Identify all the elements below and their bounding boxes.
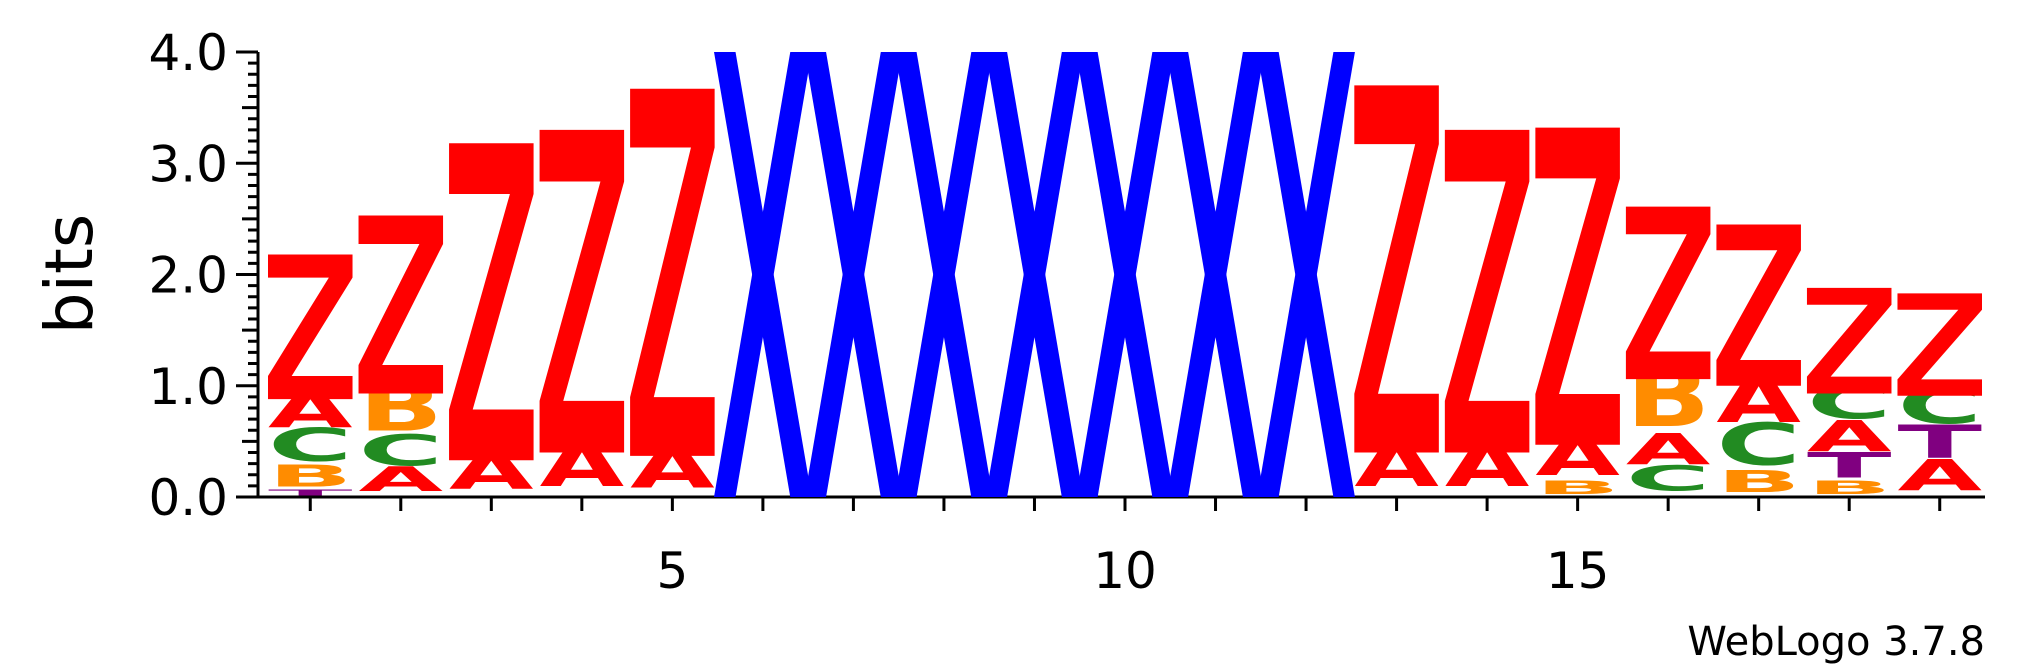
glyph-x-pos-10 (1076, 52, 1174, 497)
glyph-b-pos-15: B (1535, 477, 1620, 498)
x-tick-label: 5 (656, 542, 688, 600)
svg-text:A: A (359, 460, 444, 499)
y-tick-label: 0.0 (148, 469, 228, 527)
glyph-c-pos-17: C (1716, 411, 1801, 478)
y-tick-label: 4.0 (148, 24, 228, 82)
glyph-z-pos-4 (539, 129, 625, 453)
glyph-z-pos-19 (1897, 293, 1982, 396)
glyph-t-pos-18: T (1807, 445, 1892, 486)
svg-text:T: T (1807, 445, 1892, 486)
glyph-z-pos-15 (1535, 127, 1620, 445)
glyph-x-pos-8 (895, 52, 993, 497)
glyph-a-pos-16: A (1626, 425, 1711, 475)
glyph-z-pos-1 (268, 254, 353, 400)
glyph-x-pos-9 (985, 52, 1084, 497)
glyph-x-pos-7 (804, 52, 903, 497)
glyph-z-pos-3 (449, 143, 534, 461)
glyph-z-pos-17 (1716, 224, 1801, 386)
y-tick-label: 2.0 (148, 247, 228, 305)
svg-text:B: B (1535, 477, 1620, 498)
glyph-z-pos-2 (358, 215, 444, 394)
svg-text:C: C (268, 419, 353, 472)
glyph-b-pos-18: B (1807, 477, 1892, 498)
y-tick-label: 3.0 (148, 135, 228, 193)
glyph-z-pos-14 (1444, 129, 1530, 453)
svg-text:T: T (1897, 416, 1982, 469)
glyph-c-pos-2: C (359, 426, 444, 476)
svg-text:C: C (1626, 459, 1711, 500)
svg-text:T: T (268, 489, 353, 498)
svg-text:C: C (1716, 411, 1801, 478)
glyph-t-pos-1: T (268, 489, 353, 498)
glyph-z-pos-16 (1625, 206, 1711, 380)
glyph-a-pos-19: A (1897, 450, 1982, 500)
glyph-x-pos-6 (714, 52, 812, 497)
svg-text:A: A (1626, 425, 1711, 475)
glyph-b-pos-1: B (268, 458, 353, 493)
glyph-a-pos-2: A (359, 460, 444, 499)
x-tick-label: 15 (1546, 542, 1610, 600)
svg-text:C: C (359, 426, 444, 476)
glyph-a-pos-18: A (1807, 411, 1892, 461)
y-axis-title: bits (31, 214, 108, 335)
glyph-b-pos-17: B (1716, 464, 1801, 499)
y-tick-label: 1.0 (148, 358, 228, 416)
weblogo-credit: WebLogo 3.7.8 (1687, 619, 1985, 665)
svg-text:A: A (1897, 450, 1982, 500)
y-axis: 0.0 1.0 2.0 3.0 4.0 (148, 24, 260, 527)
glyph-c-pos-16: C (1626, 459, 1711, 500)
svg-text:B: B (1716, 464, 1801, 499)
glyph-c-pos-1: C (268, 419, 353, 472)
glyph-x-pos-12 (1257, 52, 1355, 497)
svg-text:A: A (1807, 411, 1892, 461)
glyph-x-pos-11 (1166, 52, 1265, 497)
glyph-z-pos-18 (1806, 287, 1892, 394)
svg-text:B: B (268, 458, 353, 493)
x-axis: 5 10 15 (258, 495, 1985, 600)
glyph-t-pos-19: T (1897, 416, 1982, 469)
glyph-z-pos-5 (630, 88, 715, 456)
x-tick-label: 10 (1093, 542, 1157, 600)
glyph-z-pos-13 (1354, 85, 1439, 453)
svg-text:B: B (1807, 477, 1892, 498)
